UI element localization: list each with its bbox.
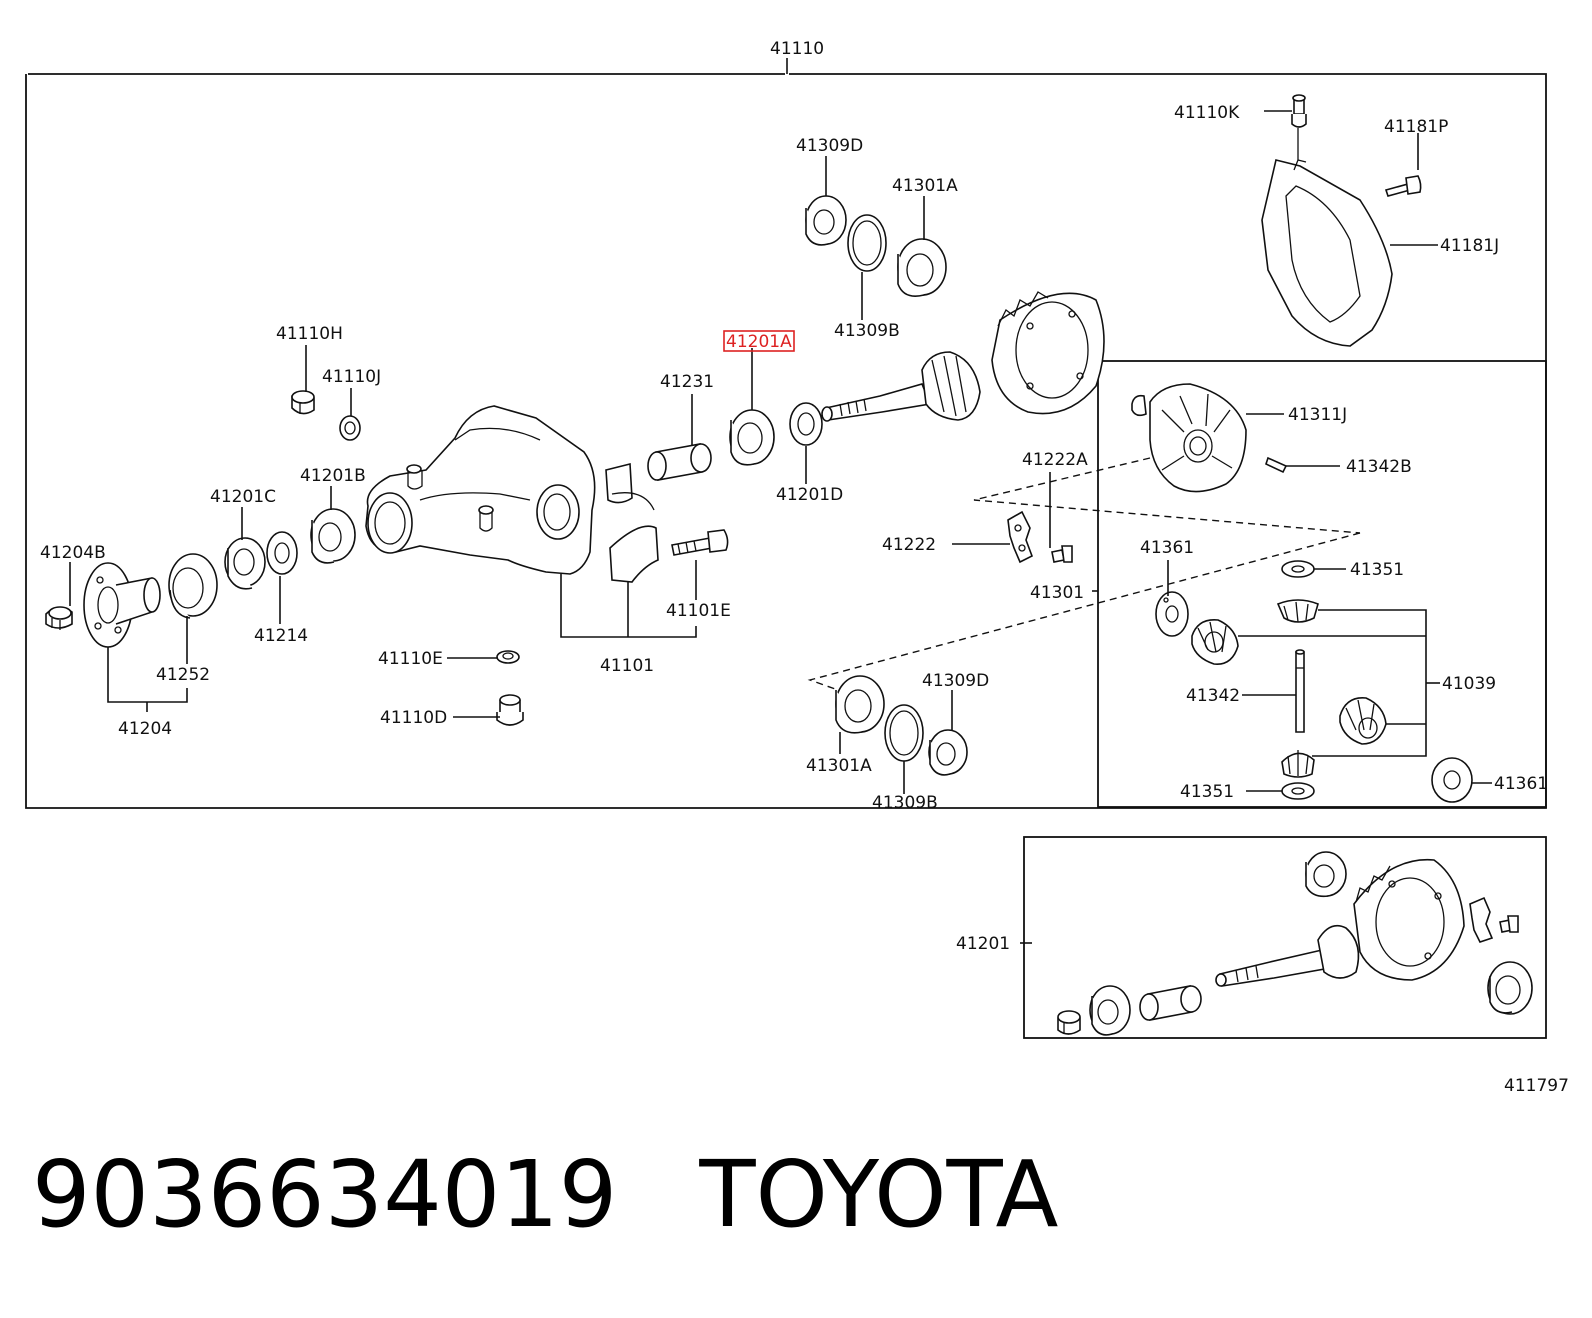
label-41110J: 41110J — [322, 367, 381, 387]
label-41110E: 41110E — [378, 649, 443, 669]
label-41039: 41039 — [1442, 674, 1496, 694]
label-41351-top: 41351 — [1350, 560, 1404, 580]
pinion-gear-top-drawing — [1276, 599, 1319, 623]
leader-lines — [69, 110, 1492, 944]
shim-41201D-drawing — [789, 402, 823, 446]
companion-flange-drawing — [83, 562, 161, 648]
kit-ring-gear-drawing — [1353, 858, 1465, 981]
label-41222: 41222 — [882, 535, 936, 555]
assembly-dash-lower — [807, 532, 1361, 691]
highlight-box-41201A — [723, 330, 795, 352]
label-41309D-top: 41309D — [796, 136, 863, 156]
bolt-41181P-drawing — [1384, 175, 1422, 197]
part-number: 9036634019 — [32, 1141, 618, 1248]
label-41181P: 41181P — [1384, 117, 1448, 137]
breather-41110K-drawing — [1291, 94, 1307, 128]
label-41110H: 41110H — [276, 324, 343, 344]
bearing-41301A-bottom-drawing — [835, 675, 885, 734]
label-41311J: 41311J — [1288, 405, 1347, 425]
bearing-41201C-drawing — [224, 537, 266, 590]
ring-gear-drawing — [991, 291, 1105, 415]
pinion-shaft-41342-drawing — [1295, 649, 1305, 733]
label-41351-bottom: 41351 — [1180, 782, 1234, 802]
drive-pinion-drawing — [821, 351, 981, 422]
drain-plug-41110D-drawing — [496, 694, 524, 726]
kit-nut-drawing — [1057, 1010, 1081, 1035]
bolt-41222A-drawing — [1051, 545, 1073, 563]
label-41110: 41110 — [770, 39, 824, 59]
label-41301A-bottom: 41301A — [806, 756, 872, 776]
label-41181J: 41181J — [1440, 236, 1499, 256]
label-41201A: 41201A — [726, 332, 792, 352]
companion-flange-nut-drawing — [45, 606, 73, 630]
label-41361-bottom: 41361 — [1494, 774, 1548, 794]
adjusting-nut-41309D-bottom-drawing — [928, 729, 968, 776]
spacer-41214-drawing — [266, 531, 298, 575]
gasket-41110J-drawing — [339, 415, 361, 441]
label-41101E: 41101E — [666, 601, 731, 621]
side-gear-left-drawing — [1191, 619, 1239, 665]
label-41201C: 41201C — [210, 487, 276, 507]
bearing-cap-drawing — [605, 462, 659, 583]
kit-spacer-drawing — [1139, 985, 1202, 1021]
rear-cover-drawing — [1261, 128, 1393, 347]
label-41301A-top: 41301A — [892, 176, 958, 196]
pinion-gear-bottom-drawing — [1281, 750, 1315, 778]
label-41201: 41201 — [956, 934, 1010, 954]
kit-pinion-drawing — [1215, 924, 1360, 987]
label-41101: 41101 — [600, 656, 654, 676]
label-41309B-bottom: 41309B — [872, 793, 938, 813]
label-41309D-bottom: 41309D — [922, 671, 989, 691]
ring-pinion-kit-frame — [1023, 836, 1547, 1039]
assembly-frame — [25, 73, 1547, 809]
label-41252: 41252 — [156, 665, 210, 685]
bearing-41201A-drawing — [729, 409, 775, 466]
label-41231: 41231 — [660, 372, 714, 392]
kit-bearing-top-drawing — [1305, 851, 1347, 898]
lock-plate-41222-drawing — [1007, 510, 1034, 564]
thrust-washer-41361-bottom-drawing — [1431, 757, 1473, 803]
kit-bearing-right-drawing — [1487, 961, 1533, 1015]
bearing-spacer-41231-drawing — [647, 443, 712, 481]
label-41110D: 41110D — [380, 708, 447, 728]
label-41342B: 41342B — [1346, 457, 1412, 477]
label-41204: 41204 — [118, 719, 172, 739]
carrier-housing-drawing — [365, 405, 596, 575]
differential-subassembly-frame — [1097, 360, 1547, 808]
oil-seal-drawing — [168, 553, 218, 619]
thrust-washer-41361-top-drawing — [1155, 591, 1189, 637]
label-41110K: 41110K — [1174, 103, 1240, 123]
thrust-washer-41351-top-drawing — [1281, 560, 1315, 578]
label-41222A: 41222A — [1022, 450, 1088, 470]
side-gear-right-drawing — [1339, 697, 1387, 745]
adjusting-nut-41309D-top-drawing — [805, 195, 847, 246]
label-41204B: 41204B — [40, 543, 106, 563]
race-41309B-top-drawing — [847, 214, 887, 272]
thrust-washer-41351-bottom-drawing — [1281, 782, 1315, 800]
bearing-41301A-top-drawing — [897, 238, 947, 297]
brand-name: TOYOTA — [699, 1141, 1059, 1248]
footer-caption: 9036634019 TOYOTA — [32, 1140, 1059, 1250]
breather-plug-41110H-drawing — [291, 390, 315, 415]
cap-bolt-41101E-drawing — [671, 529, 729, 556]
label-411797: 411797 — [1504, 1076, 1569, 1096]
differential-case-drawing — [1131, 383, 1247, 493]
label-41201B: 41201B — [300, 466, 366, 486]
label-41301: 41301 — [1030, 583, 1084, 603]
assembly-dash-upper — [973, 457, 1361, 534]
label-41309B-top: 41309B — [834, 321, 900, 341]
label-41361-top: 41361 — [1140, 538, 1194, 558]
bearing-41201B-drawing — [310, 508, 356, 564]
pin-41342B-drawing — [1265, 456, 1288, 474]
label-41201D: 41201D — [776, 485, 843, 505]
kit-bearing-left-drawing — [1089, 985, 1131, 1036]
washer-41110E-drawing — [496, 650, 520, 664]
race-41309B-bottom-drawing — [884, 704, 924, 762]
label-41342: 41342 — [1186, 686, 1240, 706]
label-41214: 41214 — [254, 626, 308, 646]
kit-lock-plate-drawing — [1469, 896, 1519, 943]
